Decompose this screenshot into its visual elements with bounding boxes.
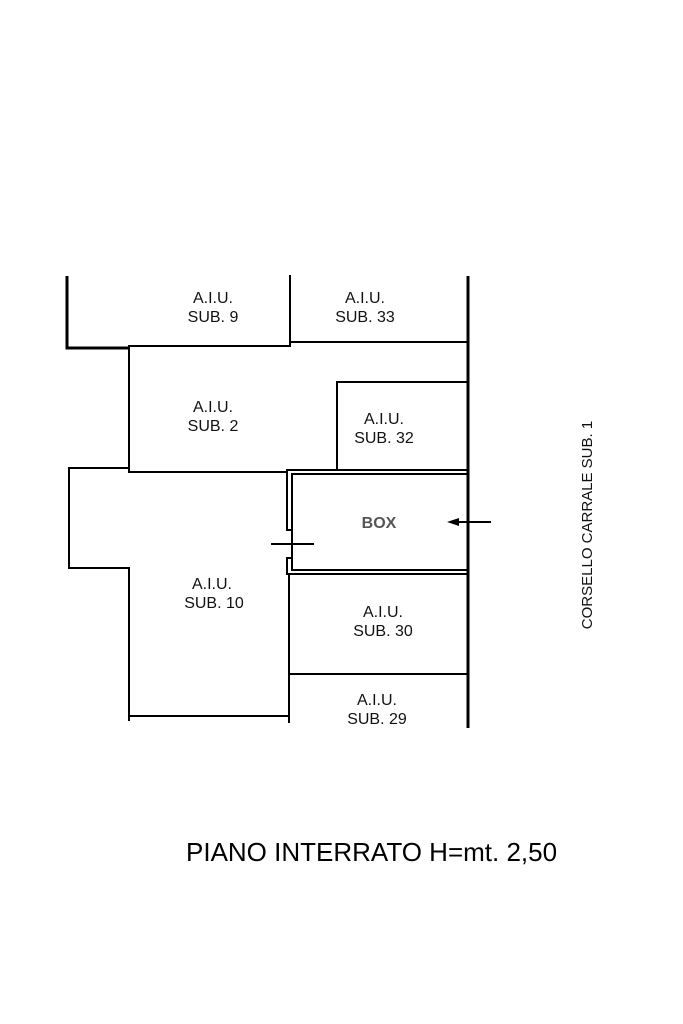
svg-text:SUB. 2: SUB. 2: [188, 418, 239, 435]
sub10-left-outline: [68, 467, 130, 721]
svg-text:SUB. 9: SUB. 9: [188, 309, 239, 326]
svg-text:SUB. 33: SUB. 33: [335, 309, 395, 326]
unit-label-sub30: A.I.U. SUB. 30: [353, 604, 413, 640]
svg-text:A.I.U.: A.I.U.: [357, 692, 397, 709]
unit-label-sub29: A.I.U. SUB. 29: [347, 692, 407, 728]
unit-label-sub9: A.I.U. SUB. 9: [188, 290, 239, 326]
svg-text:A.I.U.: A.I.U.: [192, 576, 232, 593]
sub32-outline: [336, 381, 469, 471]
unit-label-sub10: A.I.U. SUB. 10: [184, 576, 244, 612]
svg-text:A.I.U.: A.I.U.: [193, 290, 233, 307]
unit-label-sub2: A.I.U. SUB. 2: [188, 399, 239, 435]
svg-text:A.I.U.: A.I.U.: [345, 290, 385, 307]
svg-text:SUB. 10: SUB. 10: [184, 595, 244, 612]
box-left-wall-upper: [286, 469, 293, 531]
svg-text:SUB. 30: SUB. 30: [353, 623, 413, 640]
unit-label-sub32: A.I.U. SUB. 32: [354, 411, 414, 447]
floor-title: PIANO INTERRATO H=mt. 2,50: [186, 837, 557, 867]
svg-text:A.I.U.: A.I.U.: [193, 399, 233, 416]
unit-label-sub33: A.I.U. SUB. 33: [335, 290, 395, 326]
box-label: BOX: [362, 515, 397, 532]
svg-text:SUB. 29: SUB. 29: [347, 711, 407, 728]
svg-text:SUB. 32: SUB. 32: [354, 430, 414, 447]
driveway-label: CORSELLO CARRALE SUB. 1: [579, 421, 596, 629]
svg-text:A.I.U.: A.I.U.: [363, 604, 403, 621]
entry-arrow-icon: [447, 518, 459, 526]
box-left-wall-lower: [286, 557, 469, 575]
sub9-outline: [65, 276, 129, 350]
svg-text:A.I.U.: A.I.U.: [364, 411, 404, 428]
